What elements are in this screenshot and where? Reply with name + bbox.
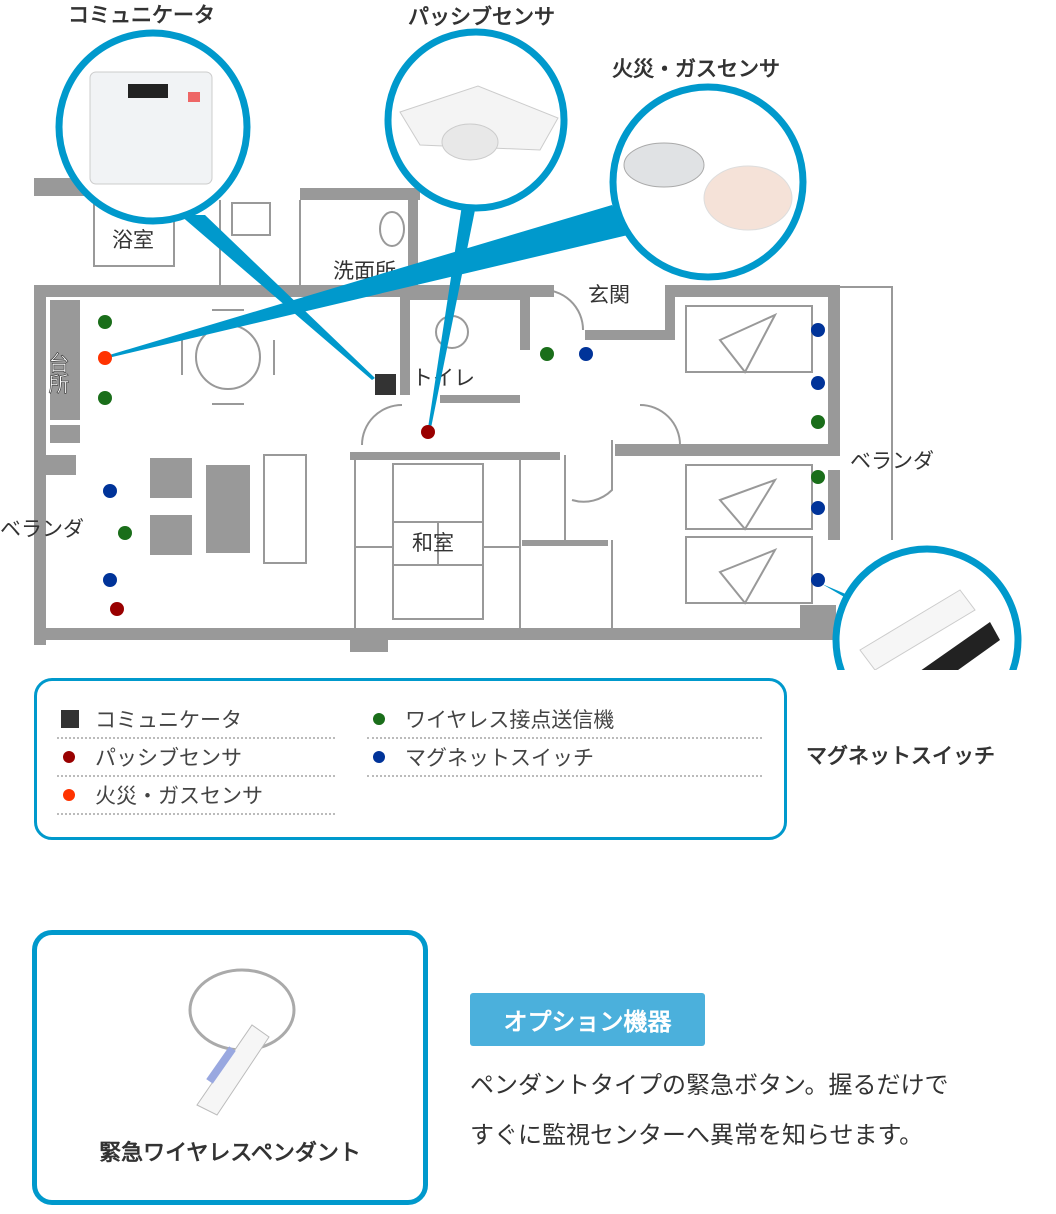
dot-marker-icon: [63, 789, 75, 801]
svg-text:浴室: 浴室: [112, 228, 154, 252]
magnet-switch-white: [859, 589, 976, 670]
legend-item-contact: ワイヤレス接点送信機: [367, 701, 762, 739]
pendant-card: 緊急ワイヤレスペンダント: [32, 930, 428, 1205]
fire-gas-marker: [98, 351, 112, 365]
magnet-label: マグネットスイッチ: [806, 744, 995, 768]
legend: コミュニケータ パッシブセンサ 火災・ガスセンサ ワイヤレス接点送信機 マグネッ…: [34, 678, 787, 840]
svg-text:ベランダ: ベランダ: [850, 449, 934, 473]
passive-callout: [384, 28, 568, 212]
callout-lines: [106, 205, 858, 605]
svg-text:火災・ガスセンサ: 火災・ガスセンサ: [612, 57, 780, 81]
communicator-callout: [55, 29, 251, 225]
legend-label: ワイヤレス接点送信機: [405, 708, 615, 732]
pendant-label: 緊急ワイヤレスペンダント: [99, 1141, 361, 1166]
legend-label: 火災・ガスセンサ: [95, 784, 263, 808]
description-line: ペンダントタイプの緊急ボタン。握るだけで: [470, 1071, 949, 1099]
magnet-marker: [811, 573, 825, 587]
contact-marker: [98, 391, 112, 405]
pendant-image: [188, 968, 296, 1116]
legend-item-fire-gas: 火災・ガスセンサ: [57, 777, 335, 815]
magnet-marker: [579, 347, 593, 361]
option-description: ペンダントタイプの緊急ボタン。握るだけで すぐに監視センターへ異常を知らせます。: [470, 1060, 1050, 1160]
legend-label: コミュニケータ: [95, 708, 242, 732]
legend-item-magnet: マグネットスイッチ: [367, 739, 762, 777]
magnet-callout: [832, 545, 1022, 670]
magnet-switch-black: [921, 622, 1000, 670]
gas-sensor-device: [703, 165, 793, 231]
svg-text:ベランダ: ベランダ: [0, 517, 84, 541]
dot-marker-icon: [373, 751, 385, 763]
svg-text:台所: 台所: [46, 352, 70, 394]
legend-label: マグネットスイッチ: [405, 746, 594, 770]
contact-marker: [98, 315, 112, 329]
svg-text:コミュニケータ: コミュニケータ: [68, 3, 215, 27]
fixtures: [93, 195, 893, 630]
svg-text:玄関: 玄関: [588, 283, 630, 307]
passive-marker: [421, 425, 435, 439]
magnet-marker: [811, 376, 825, 390]
description-line: すぐに監視センターへ異常を知らせます。: [470, 1121, 924, 1149]
magnet-marker: [103, 484, 117, 498]
legend-item-passive: パッシブセンサ: [57, 739, 335, 777]
svg-text:和室: 和室: [412, 531, 454, 555]
fire-sensor-device: [623, 142, 705, 188]
passive-marker: [110, 602, 124, 616]
square-marker-icon: [61, 710, 79, 728]
fire-gas-callout: [609, 83, 807, 281]
walls: [34, 178, 840, 652]
sensor-markers: [98, 315, 825, 616]
contact-marker: [118, 526, 132, 540]
product-labels: コミュニケータ パッシブセンサ 火災・ガスセンサ: [68, 3, 780, 81]
legend-item-communicator: コミュニケータ: [57, 701, 335, 739]
dot-marker-icon: [63, 751, 75, 763]
magnet-marker: [811, 323, 825, 337]
magnet-marker: [811, 501, 825, 515]
option-badge: オプション機器: [470, 993, 705, 1046]
passive-sensor-device: [399, 85, 559, 151]
floor-plan: 浴室 洗面所 玄関 台所 トイレ ベランダ ベランダ 和室 コミュニケ: [0, 3, 1022, 670]
communicator-device: [89, 71, 213, 185]
magnet-marker: [103, 573, 117, 587]
svg-text:パッシブセンサ: パッシブセンサ: [408, 5, 555, 29]
contact-marker: [811, 415, 825, 429]
contact-marker: [540, 347, 554, 361]
contact-marker: [811, 470, 825, 484]
communicator-marker: [375, 374, 396, 395]
legend-label: パッシブセンサ: [95, 746, 242, 770]
room-labels: 浴室 洗面所 玄関 台所 トイレ ベランダ ベランダ 和室: [0, 228, 934, 555]
dot-marker-icon: [373, 713, 385, 725]
svg-text:トイレ: トイレ: [412, 366, 475, 390]
